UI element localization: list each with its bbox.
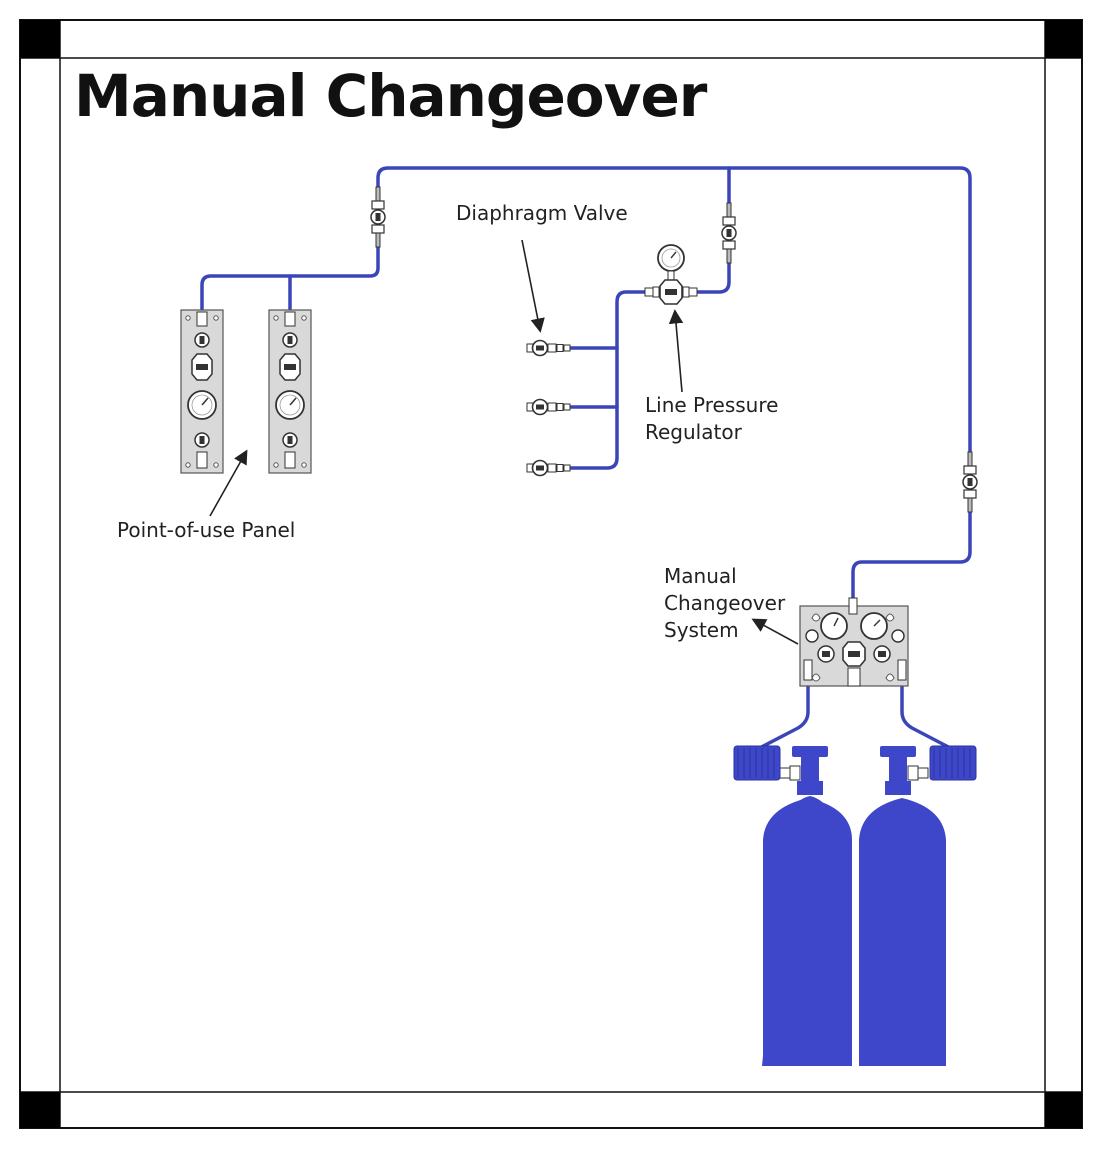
corner-mark-bottom-right [1045,1092,1082,1128]
page-frame [19,19,1083,1129]
line-pressure-label: Line Pressure [645,393,778,417]
right-pigtail-coil [929,745,977,781]
diaphragm-valve-1 [526,339,571,357]
right-gas-cylinder [859,746,946,1066]
left-cylinder-hose [750,678,810,754]
right-cylinder-hose [900,678,960,754]
diaphragm-valve-arrow [521,239,545,333]
manual-changeover-manifold [799,597,909,687]
point-of-use-panel-1 [180,309,224,474]
regulator-label: Regulator [645,420,743,444]
line-pressure-regulator-arrow [668,309,684,393]
point-of-use-panel-label: Point-of-use Panel [117,518,295,542]
labels: Diaphragm Valve Line Pressure Regulator … [117,201,786,642]
corner-mark-top-left [20,20,60,58]
inline-valve-2 [721,202,737,264]
corner-mark-bottom-left [20,1092,60,1128]
changeover-label: Changeover [664,591,786,615]
corner-mark-top-right [1045,20,1082,58]
manual-changeover-arrow [751,618,799,645]
diaphragm-valve-2 [526,398,571,416]
diaphragm-valve-3 [526,459,571,477]
pipe-network [200,166,972,754]
left-gas-cylinder [762,746,852,1066]
inline-valve-1 [370,186,386,248]
point-of-use-panel-arrow [209,449,248,517]
system-label: System [664,618,739,642]
regulator-branch-pipe [688,166,731,294]
line-pressure-regulator [644,244,698,305]
point-of-use-panel-2 [268,309,312,474]
regulator-outlet-pipe [566,290,654,470]
diaphragm-valve-label: Diaphragm Valve [456,201,628,225]
page-title: Manual Changeover [74,62,708,130]
manual-label: Manual [664,564,737,588]
callout-arrows [209,239,799,645]
main-header-pipe [200,166,972,608]
inline-valve-3 [962,451,978,513]
left-pigtail-coil [733,745,781,781]
